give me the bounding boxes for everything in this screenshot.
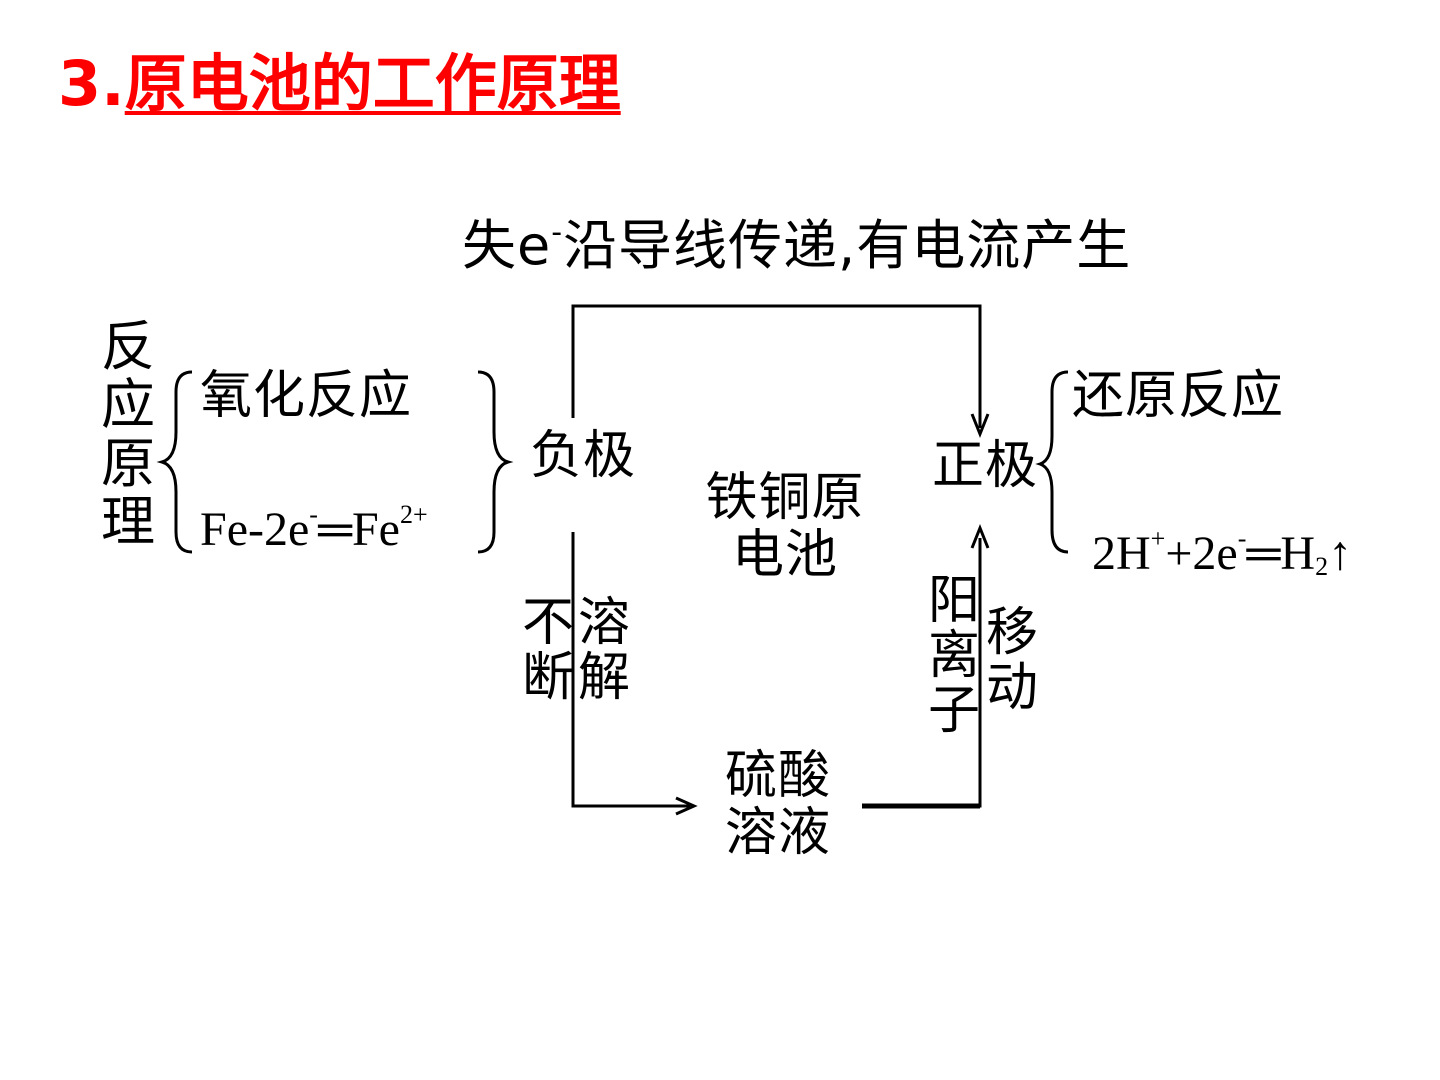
oxidation-label: 氧化反应 [200, 366, 413, 426]
page-title: 3.原电池的工作原理 [58, 48, 621, 119]
title-text: 原电池的工作原理 [124, 47, 621, 120]
positive-electrode-label: 正极 [932, 436, 1039, 496]
dissolve-label-left: 不断 [521, 593, 574, 709]
dissolve-label-right: 溶解 [577, 593, 630, 709]
negative-electrode-label: 负极 [530, 426, 637, 486]
positive-half-equation: 2H++2e-═H2↑ [1092, 524, 1353, 581]
electron-flow-line [571, 304, 982, 428]
title-number: 3. [58, 47, 125, 120]
cell-name-label: 铁铜原电池 [705, 468, 865, 586]
reaction-principle-label: 反应原理 [101, 315, 155, 553]
arrow-into-solution-icon [675, 796, 698, 816]
positive-brace-icon [1035, 370, 1069, 554]
negative-half-equation: Fe-2e-═Fe2+ [200, 500, 428, 556]
right-brace-icon [477, 370, 514, 554]
reduction-label: 还原反应 [1072, 366, 1285, 426]
arrow-up-to-positive-icon [970, 523, 990, 549]
solution-label: 硫酸溶液 [724, 746, 831, 864]
electron-flow-label: 失e-沿导线传递,有电流产生 [462, 214, 1132, 277]
cation-move-label: 移动 [985, 603, 1038, 719]
arrow-into-positive-icon [970, 413, 990, 439]
cation-label: 阳离子 [927, 571, 980, 742]
left-brace-icon [156, 370, 193, 554]
dissolve-line [571, 532, 690, 808]
